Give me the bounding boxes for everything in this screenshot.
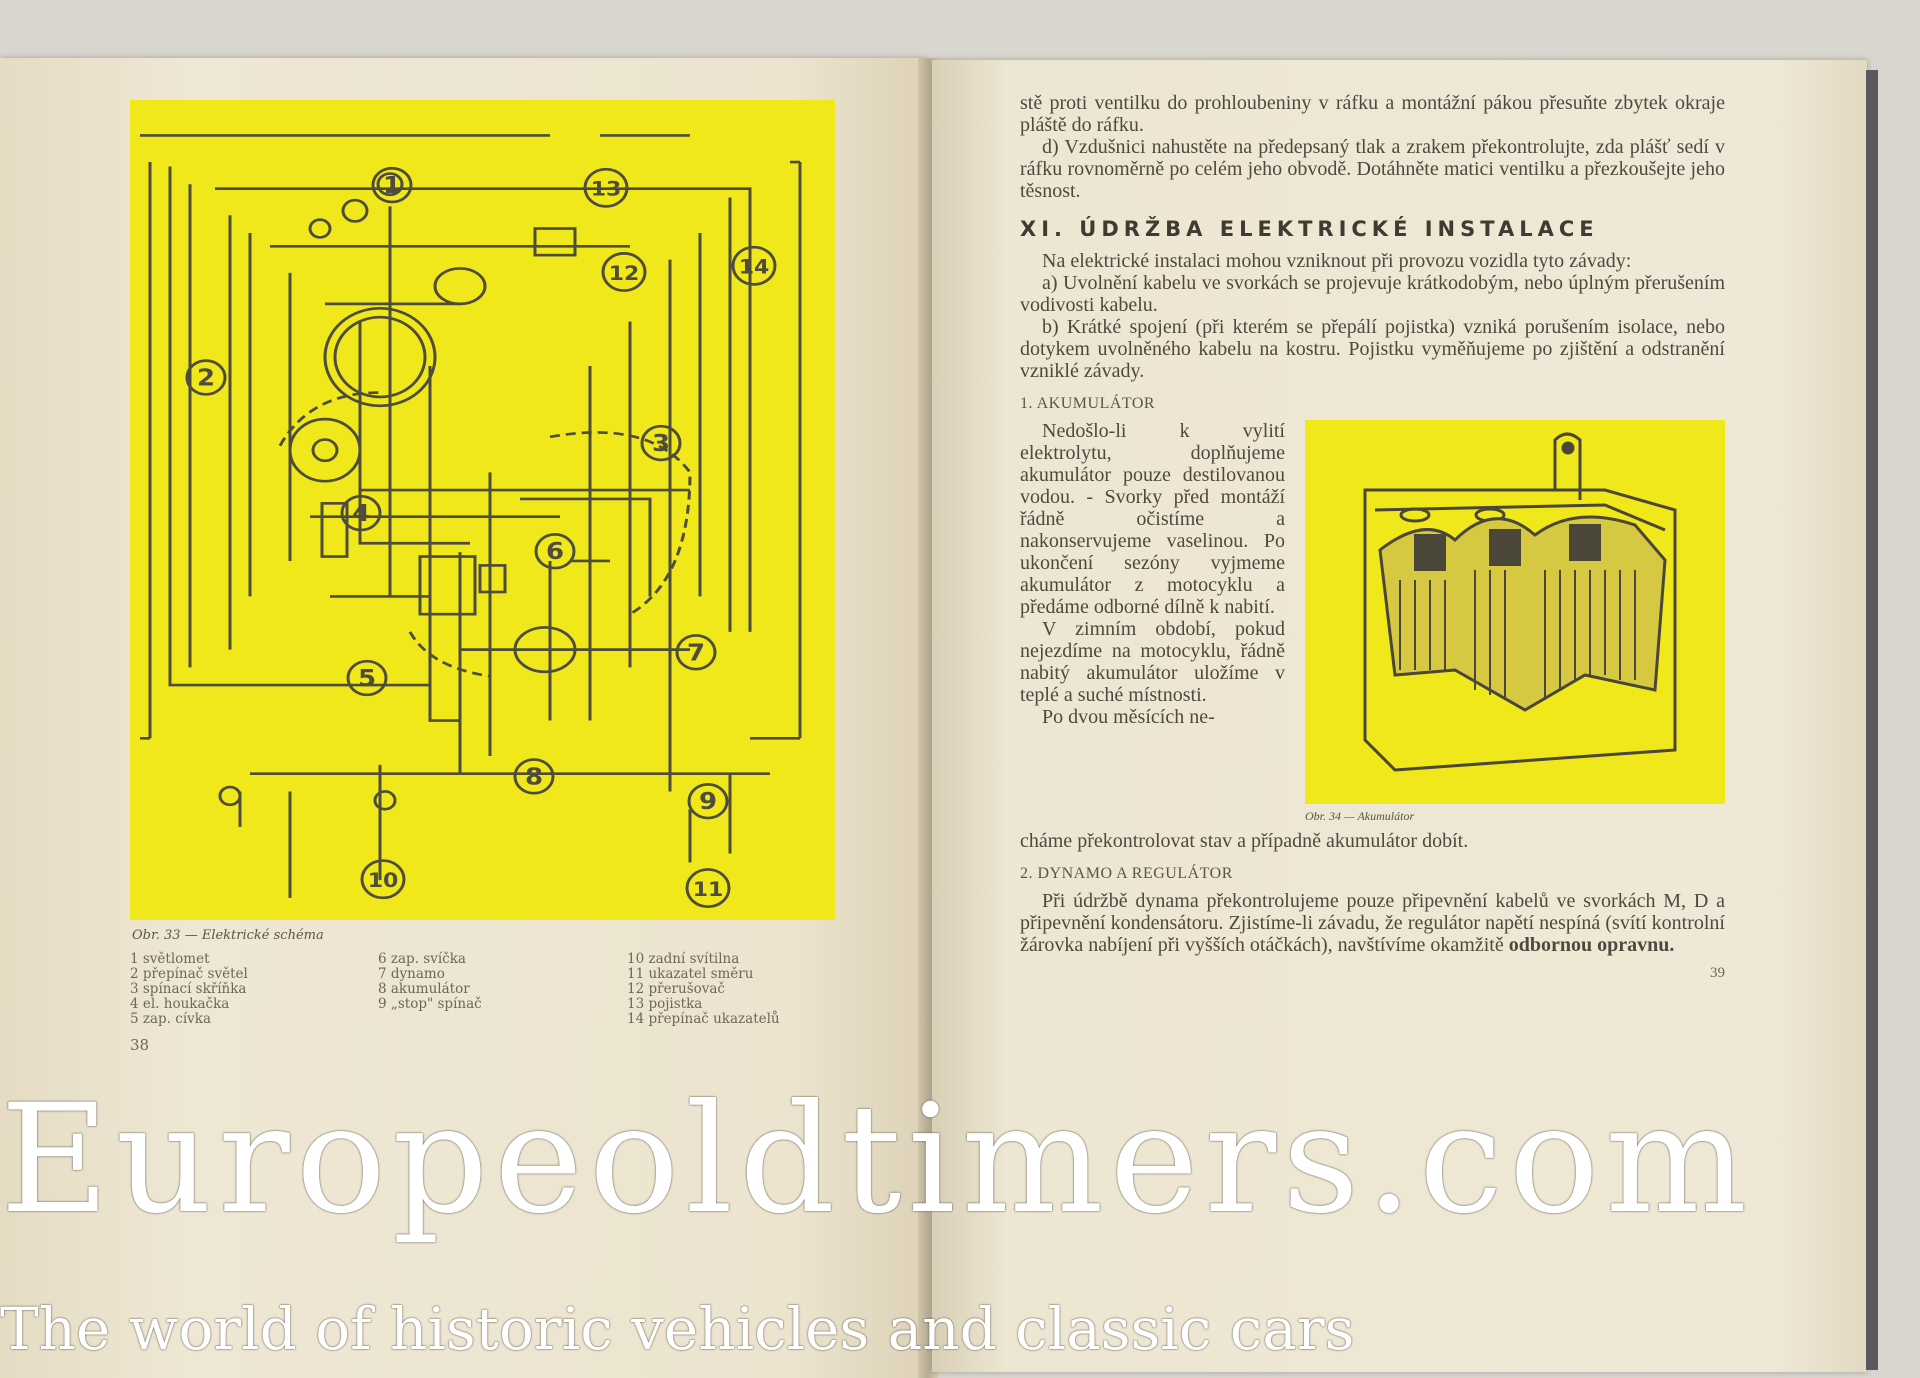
book-cover-edge bbox=[1866, 70, 1878, 1370]
svg-text:11: 11 bbox=[693, 878, 724, 901]
diagram-label-7: 7 bbox=[675, 634, 717, 671]
svg-text:4: 4 bbox=[352, 500, 370, 527]
legend-item: 9 „stop" spínač bbox=[378, 996, 482, 1012]
diagram-label-5: 5 bbox=[346, 659, 388, 697]
legend-item: 2 přepínač světel bbox=[130, 966, 248, 982]
svg-text:8: 8 bbox=[525, 763, 543, 790]
intro-paragraph-c: stě proti ventilku do prohloubeniny v rá… bbox=[1020, 92, 1725, 136]
svg-text:13: 13 bbox=[591, 178, 622, 201]
figure-33-caption: Obr. 33 — Elektrické schéma bbox=[132, 928, 324, 943]
battery-figure-block: Obr. 34 — Akumulátor bbox=[1305, 420, 1725, 824]
legend-item: 12 přerušovač bbox=[627, 981, 725, 997]
diagram-label-9: 9 bbox=[687, 783, 729, 820]
legend-item: 11 ukazatel směru bbox=[627, 966, 754, 982]
watermark-site: Europeoldtimers.com bbox=[0, 1073, 1754, 1247]
legend-column-2: 6 zap. svíčka 7 dynamo 8 akumulátor 9 „s… bbox=[378, 952, 482, 1012]
section-paragraph: a) Uvolnění kabelu ve svorkách se projev… bbox=[1020, 272, 1725, 316]
dynamo-paragraph: Při údržbě dynama překontrolujeme pouze … bbox=[1020, 890, 1725, 956]
dynamo-paragraph-bold: odbornou opravnu. bbox=[1508, 934, 1675, 956]
diagram-label-13: 13 bbox=[583, 167, 629, 208]
wiring-schematic: 1 2 3 4 5 6 7 8 9 10 11 12 13 14 bbox=[140, 134, 802, 909]
diagram-label-1: 1 bbox=[371, 166, 413, 204]
left-page: 1 2 3 4 5 6 7 8 9 10 11 12 13 14 Obr. 33… bbox=[0, 58, 928, 1378]
wiring-diagram: 1 2 3 4 5 6 7 8 9 10 11 12 13 14 bbox=[130, 100, 835, 920]
legend-item: 7 dynamo bbox=[378, 966, 445, 982]
section-title: XI. ÚDRŽBA ELEKTRICKÉ INSTALACE bbox=[1020, 217, 1599, 241]
diagram-label-4: 4 bbox=[340, 494, 382, 532]
svg-text:3: 3 bbox=[652, 429, 670, 456]
page-number-right: 39 bbox=[1710, 965, 1725, 981]
legend-item: 5 zap. cívka bbox=[130, 1011, 211, 1027]
accumulator-paragraph: Po dvou měsících ne- bbox=[1042, 706, 1215, 728]
diagram-label-3: 3 bbox=[640, 424, 682, 462]
diagram-label-8: 8 bbox=[513, 758, 555, 795]
svg-text:1: 1 bbox=[383, 172, 401, 199]
section-paragraph: b) Krátké spojení (při kterém se přepálí… bbox=[1020, 316, 1725, 382]
accumulator-text-end: cháme překontrolovat stav a případně aku… bbox=[1020, 830, 1469, 852]
legend-item: 8 akumulátor bbox=[378, 981, 470, 997]
accumulator-paragraph: Nedošlo-li k vylití elektrolytu, doplňuj… bbox=[1020, 420, 1285, 618]
diagram-label-12: 12 bbox=[601, 252, 647, 292]
legend-item: 13 pojistka bbox=[627, 996, 703, 1012]
svg-text:2: 2 bbox=[197, 364, 215, 391]
legend-column-1: 1 světlomet 2 přepínač světel 3 spínací … bbox=[130, 952, 248, 1027]
legend-item: 10 zadní svítilna bbox=[627, 951, 740, 967]
svg-text:12: 12 bbox=[609, 262, 640, 285]
diagram-label-6: 6 bbox=[534, 533, 576, 570]
legend-item: 4 el. houkačka bbox=[130, 996, 230, 1012]
diagram-label-14: 14 bbox=[731, 245, 777, 286]
figure-34-caption: Obr. 34 — Akumulátor bbox=[1305, 809, 1415, 823]
svg-text:7: 7 bbox=[687, 639, 705, 666]
legend-column-3: 10 zadní svítilna 11 ukazatel směru 12 p… bbox=[627, 952, 780, 1027]
page-number-left: 38 bbox=[130, 1036, 150, 1054]
subsection-1-title: 1. AKUMULÁTOR bbox=[1020, 395, 1156, 412]
legend-item: 14 přepínač ukazatelů bbox=[627, 1011, 780, 1027]
subsection-2-title: 2. DYNAMO A REGULÁTOR bbox=[1020, 865, 1233, 882]
svg-text:5: 5 bbox=[358, 664, 376, 691]
intro-paragraph-d: d) Vzdušnici nahustěte na předepsaný tla… bbox=[1020, 136, 1725, 202]
legend-item: 3 spínací skříňka bbox=[130, 981, 247, 997]
diagram-label-2: 2 bbox=[185, 359, 227, 396]
svg-text:14: 14 bbox=[739, 256, 770, 279]
svg-text:9: 9 bbox=[699, 788, 717, 815]
diagram-label-10: 10 bbox=[360, 859, 406, 900]
battery-illustration bbox=[1363, 432, 1677, 772]
svg-text:6: 6 bbox=[546, 538, 564, 565]
accumulator-paragraph: V zimním období, pokud nejezdíme na moto… bbox=[1020, 618, 1285, 706]
watermark-tagline: The world of historic vehicles and class… bbox=[0, 1295, 1355, 1363]
section-paragraph: Na elektrické instalaci mohou vzniknout … bbox=[1042, 250, 1632, 272]
battery-figure bbox=[1305, 420, 1725, 804]
svg-text:10: 10 bbox=[368, 869, 399, 892]
diagram-label-11: 11 bbox=[685, 868, 731, 909]
legend-item: 1 světlomet bbox=[130, 951, 210, 967]
right-page-text: stě proti ventilku do prohloubeniny v rá… bbox=[1020, 92, 1725, 984]
legend-item: 6 zap. svíčka bbox=[378, 951, 466, 967]
